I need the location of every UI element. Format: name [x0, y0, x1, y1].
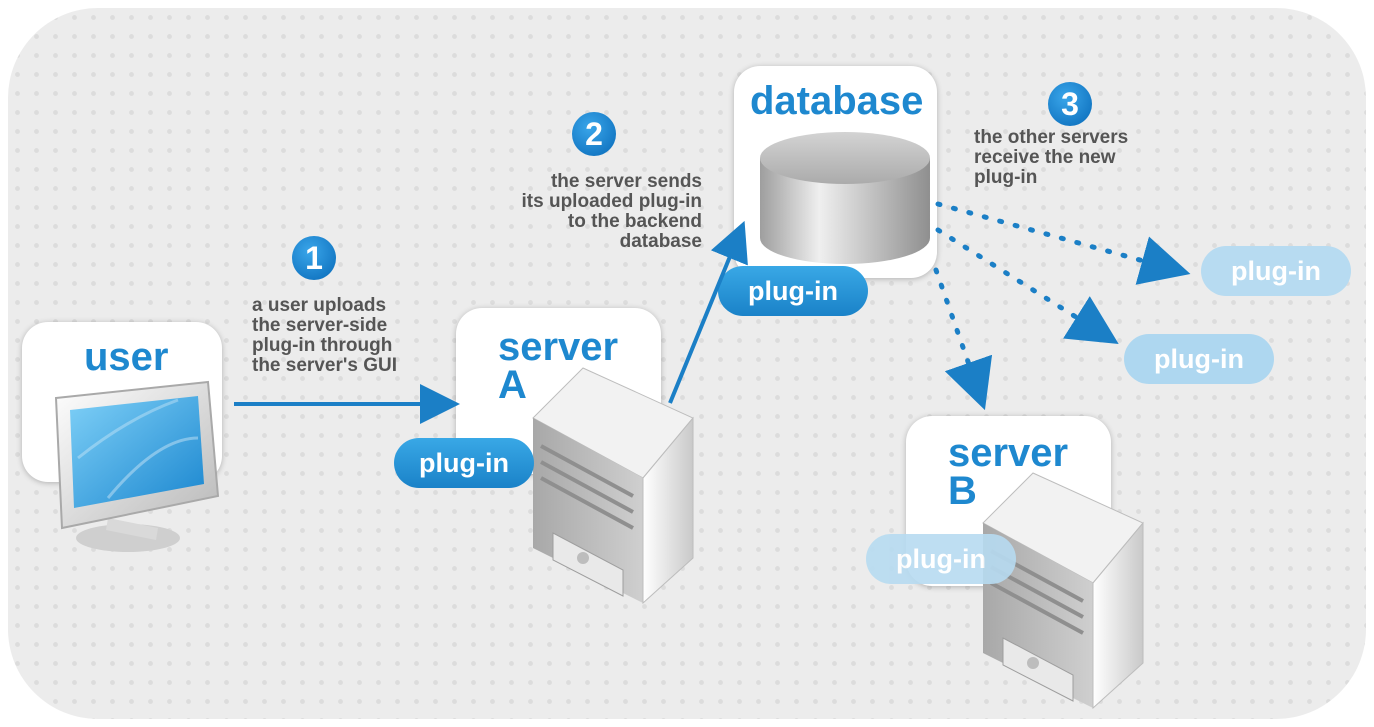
- arrow-server-a-to-database: [668, 220, 748, 404]
- server-b-title: server B: [948, 431, 1069, 513]
- right-middle-plugin-pill: plug-in: [1124, 334, 1274, 384]
- server-b-title-line2: B: [948, 469, 977, 513]
- server-a-title: server A: [498, 325, 619, 407]
- database-cylinder-icon: [760, 132, 930, 264]
- step-2-caption: the server sends its uploaded plug-in to…: [521, 171, 702, 252]
- database-plugin-pill: plug-in: [718, 266, 868, 316]
- user-title: user: [84, 335, 169, 379]
- step-2-badge: 2: [572, 112, 616, 156]
- step-1-badge: 1: [292, 236, 336, 280]
- server-tower-icon: [532, 367, 694, 605]
- server-a-title-line2: A: [498, 363, 527, 407]
- server-a-plugin-pill: plug-in: [394, 438, 534, 488]
- right-top-plugin-pill: plug-in: [1201, 246, 1351, 296]
- step-3-badge: 3: [1048, 82, 1092, 126]
- dotted-arrow-to-right-top: [935, 201, 1191, 285]
- diagram-canvas: user server A: [8, 8, 1366, 719]
- monitor-icon: [54, 380, 220, 552]
- step-3-caption: the other servers receive the new plug-i…: [974, 127, 1129, 188]
- dotted-arrow-to-server-b: [933, 267, 993, 411]
- server-b-title-line1: server: [948, 431, 1069, 475]
- step-1-caption: a user uploads the server-side plug-in t…: [252, 295, 397, 376]
- arrows-layer: [234, 201, 1191, 424]
- database-title: database: [750, 79, 924, 123]
- server-b-plugin-pill: plug-in: [866, 534, 1016, 584]
- dotted-arrow-to-right-middle: [935, 227, 1119, 345]
- server-a-title-line1: server: [498, 325, 619, 369]
